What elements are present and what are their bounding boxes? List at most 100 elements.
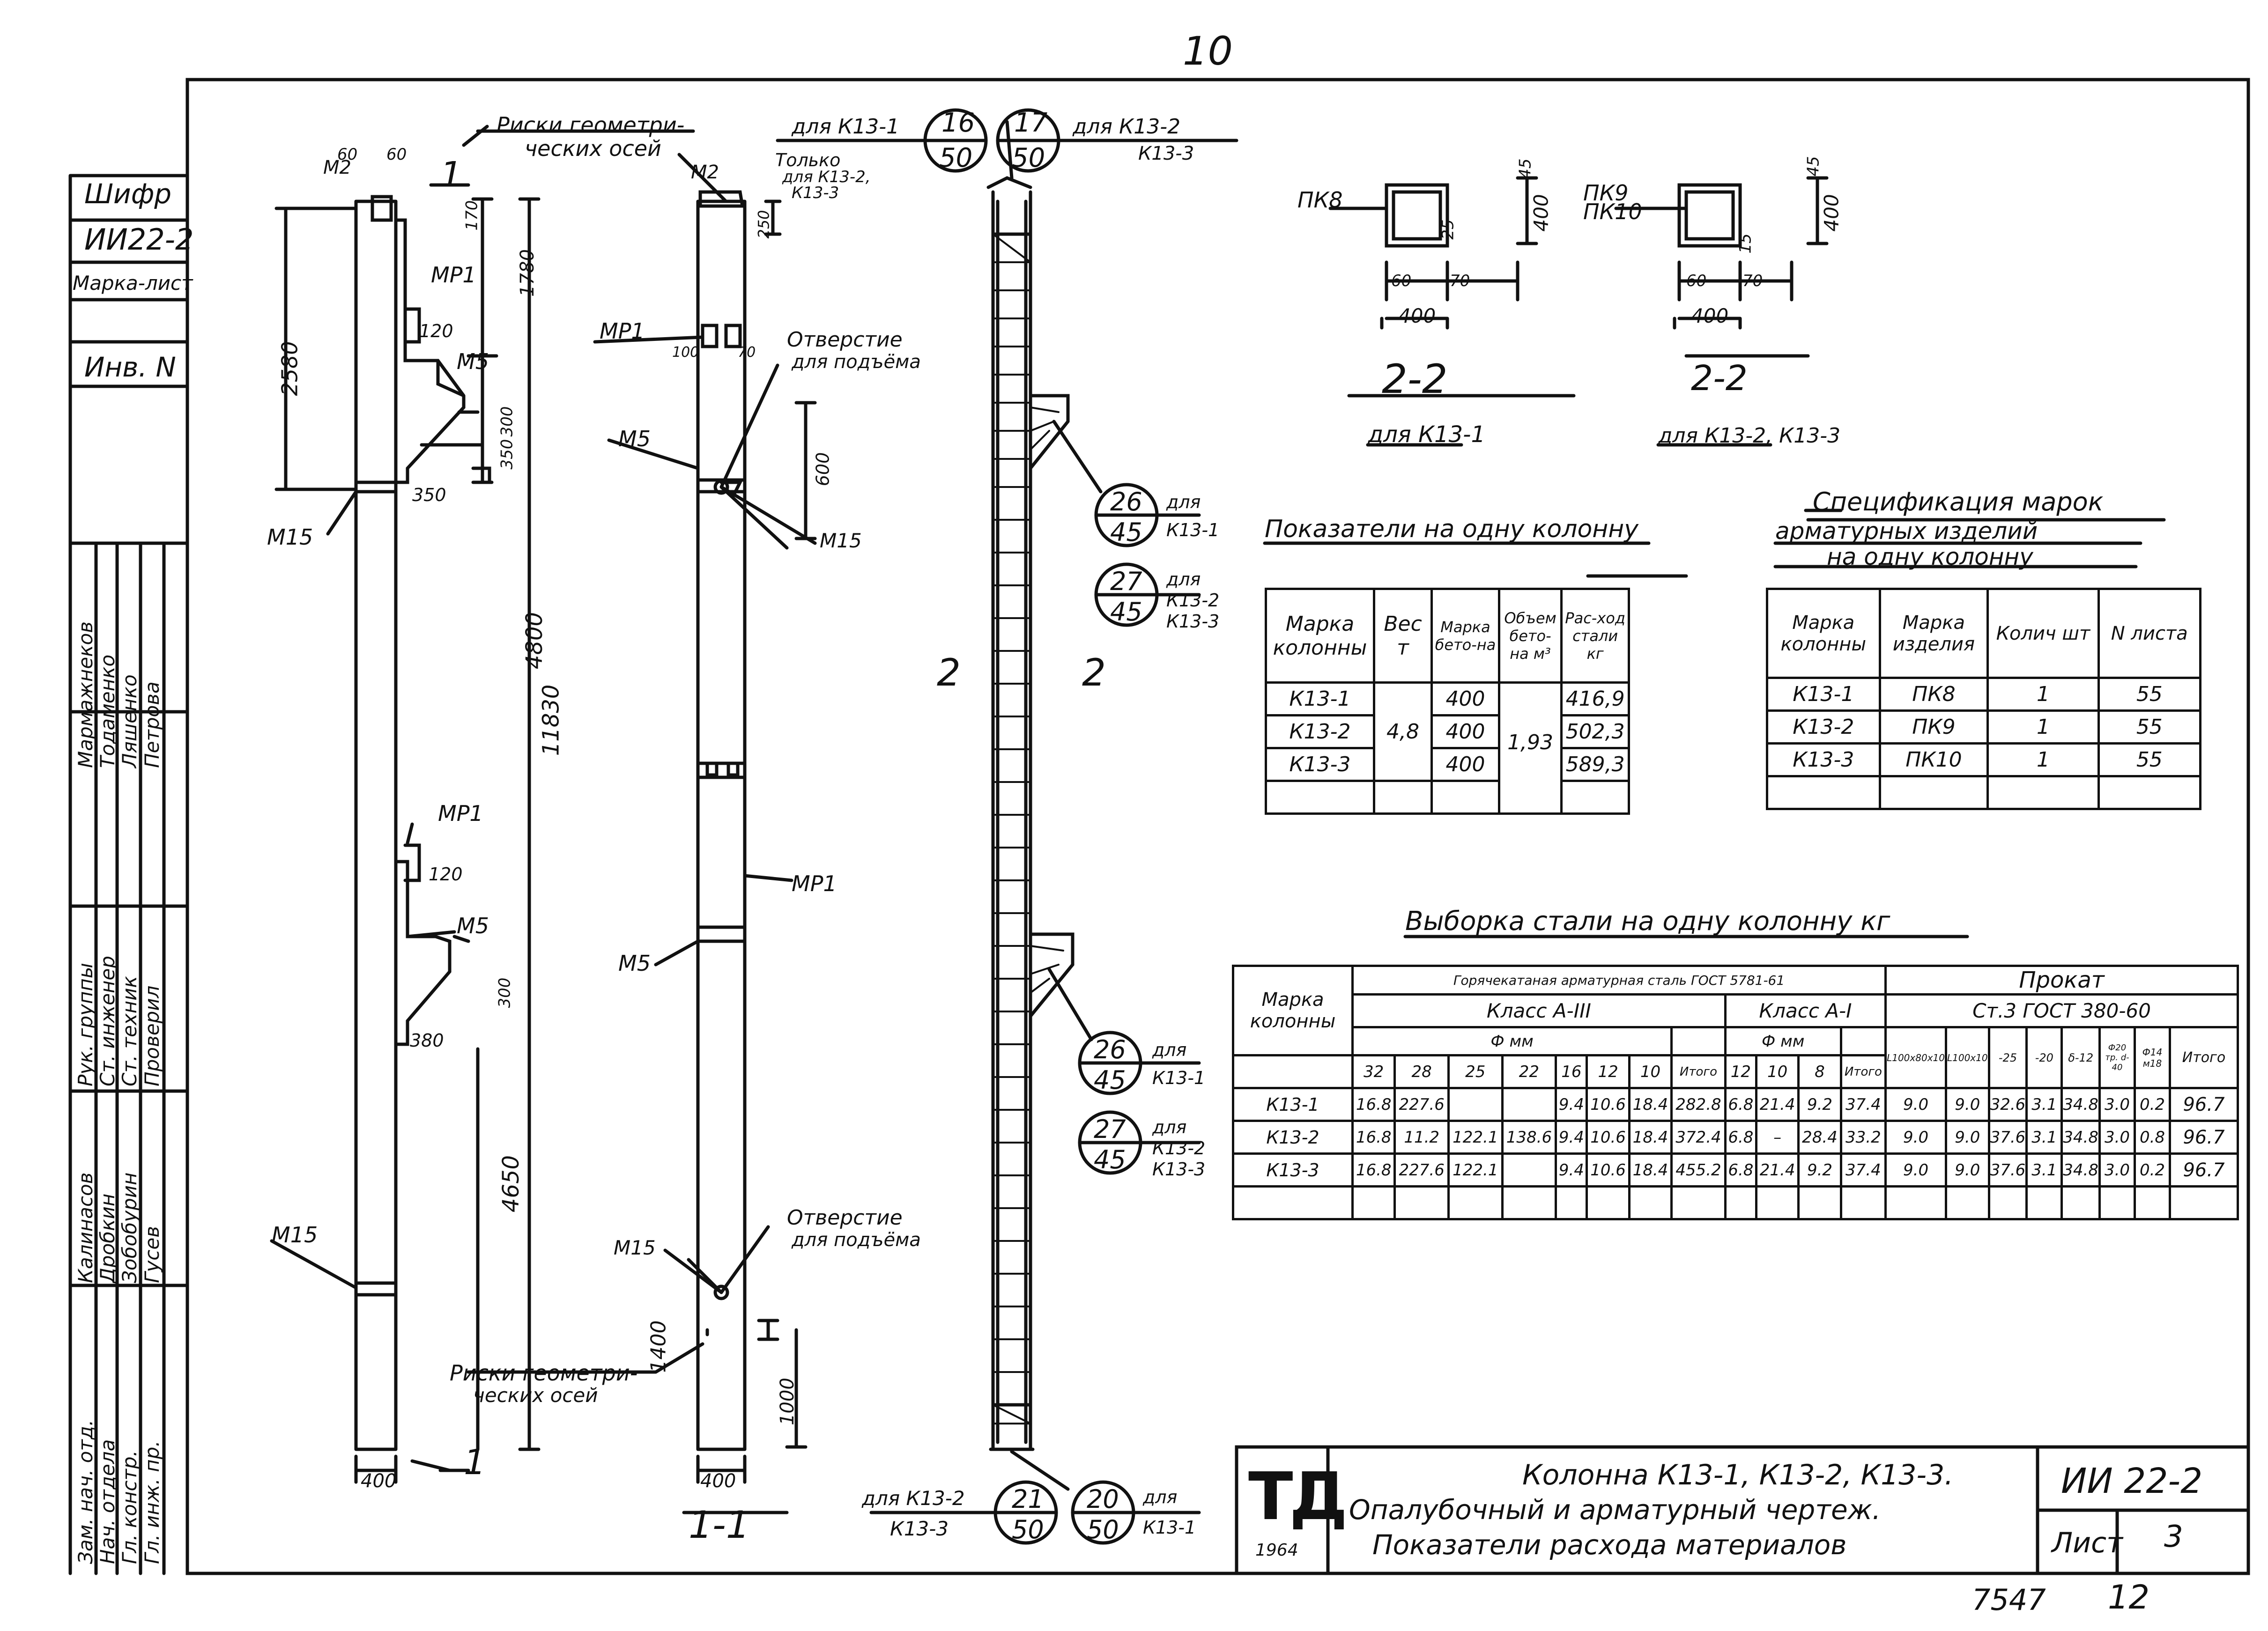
label-hole-bottom2: для подъёма (792, 1229, 921, 1251)
role-4: Гл. инж. пр. (141, 1440, 163, 1564)
steel-e-16 (2025, 1185, 2063, 1220)
steel-r2-r-3: 3.1 (2025, 1120, 2063, 1155)
spec-r4-empty4 (2097, 775, 2202, 810)
role-3: Гл. констр. (118, 1450, 141, 1564)
name-4: Гусев (141, 1226, 163, 1283)
steel-h-mark: Марка колонны (1232, 965, 1354, 1056)
spec-h-item: Марка изделия (1878, 588, 1989, 679)
steel-h-rolled-2: -25 (1987, 1026, 2028, 1089)
spec-h-col: Марка колонны (1766, 588, 1881, 679)
footer-page: 12 (2108, 1578, 2150, 1616)
steel-h-rolled-text: Прокат (2019, 967, 2105, 993)
title-block-logo: ТД (1248, 1459, 1348, 1535)
section-title-a: 2-2 (1382, 356, 1448, 403)
steel-r2-r-0: 9.0 (1884, 1120, 1947, 1155)
bubble-3-top: 26 (1110, 487, 1142, 517)
role-2: Нач. отдела (96, 1439, 119, 1564)
steel-e-20 (2169, 1185, 2239, 1220)
marka-label: Марка-лист (73, 272, 193, 295)
name-1: Калинасов (74, 1172, 97, 1283)
title-block-line3: Показатели расхода материалов (1372, 1529, 1847, 1561)
ind-r1-grade: 400 (1430, 681, 1500, 716)
indicators-table: Марка колонны Вес т Марка бето-на Объем … (1265, 588, 1630, 815)
dim-1780: 1780 (516, 249, 538, 297)
ind-h-mark: Марка колонны (1265, 588, 1375, 684)
steel-r2-c3-6: 18.4 (1628, 1120, 1673, 1155)
ind-r4-empty (1265, 780, 1375, 815)
steel-e-1 (1351, 1185, 1396, 1220)
sec-b-dim-15: 15 (1736, 233, 1755, 254)
dim-120b: 120 (429, 864, 463, 885)
sec-a-dim-400: 400 (1529, 194, 1553, 232)
bubble-6-note3: К13-3 (1152, 1159, 1206, 1180)
steel-h-rolled2: Ст.3 ГОСТ 380-60 (1884, 994, 2239, 1028)
bubble-7-note2: К13-3 (890, 1517, 949, 1540)
steel-r1-c3-0: 16.8 (1351, 1087, 1396, 1122)
steel-r3-r-3: 3.1 (2025, 1152, 2063, 1188)
bubble-6-top: 27 (1094, 1114, 1126, 1144)
bubble-4-note2: К13-2 (1166, 590, 1220, 611)
sec-b-dim-400: 400 (1820, 194, 1843, 232)
spec-r4-empty (1766, 775, 1881, 810)
ind-r3-mark: К13-3 (1265, 747, 1375, 782)
bubble-4-top: 27 (1110, 567, 1142, 596)
steel-r3-c3-4: 9.4 (1555, 1152, 1588, 1188)
role-1: Зам. нач. отд. (74, 1419, 97, 1564)
section-caption-b: для К13-2, К13-3 (1658, 424, 1841, 448)
dim-60b: 60 (386, 145, 407, 164)
steel-r1-c1-3: 37.4 (1839, 1087, 1887, 1122)
steel-r2-mark: К13-2 (1232, 1120, 1354, 1155)
steel-h3-4: 16 (1555, 1054, 1588, 1089)
steel-r1-c1-0: 6.8 (1724, 1087, 1757, 1122)
steel-r3-r-1: 9.0 (1944, 1152, 1990, 1188)
spec-table: Марка колонны Марка изделия Колич шт N л… (1766, 588, 2202, 810)
steel-r3-r-0: 9.0 (1884, 1152, 1947, 1188)
label-hole-top2: для подъёма (792, 351, 921, 373)
steel-r2-c3-1: 11.2 (1393, 1120, 1450, 1155)
spec-r4-empty2 (1878, 775, 1989, 810)
steel-e-5 (1555, 1185, 1588, 1220)
dim-2580: 2580 (277, 341, 303, 396)
label-m5-a: М5 (457, 349, 489, 374)
label-mp1-b: МР1 (438, 801, 483, 826)
steel-h1-0: 12 (1724, 1054, 1757, 1089)
steel-r1-r-0: 9.0 (1884, 1087, 1947, 1122)
spec-r1-item: ПК8 (1878, 677, 1989, 712)
role-8: Проверил (141, 985, 163, 1086)
steel-r2-r-1: 9.0 (1944, 1120, 1990, 1155)
steel-h-phi: Ф мм (1351, 1026, 1673, 1056)
bubble-1-top: 16 (941, 108, 975, 138)
dim-350b: 350 (497, 439, 517, 470)
footer-number: 7547 (1972, 1583, 2046, 1617)
ind-r2-mark: К13-2 (1265, 714, 1375, 749)
steel-h1-1: 10 (1755, 1054, 1800, 1089)
dim-60a: 60 (337, 145, 358, 164)
steel-e-6 (1586, 1185, 1631, 1220)
sec-b-dim-45: 45 (1804, 156, 1823, 177)
steel-r3-c1-3: 37.4 (1839, 1152, 1887, 1188)
spec-title-2: арматурных изделий (1775, 517, 2038, 545)
section-2-right: 2 (1082, 651, 1106, 694)
dim-4650: 4650 (498, 1155, 525, 1213)
dim-350a: 350 (412, 485, 446, 505)
bubble-7-note: для К13-2 (862, 1487, 965, 1510)
steel-e-4 (1501, 1185, 1557, 1220)
steel-r3-r-7: 96.7 (2169, 1152, 2239, 1188)
steel-h3-2: 25 (1447, 1054, 1504, 1089)
steel-r3-mark: К13-3 (1232, 1152, 1354, 1188)
dim-100: 100 (672, 344, 699, 361)
steel-r2-r-6: 0.8 (2134, 1120, 2171, 1155)
label-m15-a: М15 (267, 524, 313, 550)
steel-h-rolled: Прокат (1884, 965, 2239, 996)
steel-e-17 (2060, 1185, 2101, 1220)
dim-170: 170 (462, 200, 482, 231)
steel-r2-r-7: 96.7 (2169, 1120, 2239, 1155)
spec-r3-qty: 1 (1986, 742, 2100, 777)
bubble-5-top: 26 (1094, 1035, 1126, 1064)
spec-h-sheet: N листа (2097, 588, 2202, 679)
steel-e-14 (1944, 1185, 1990, 1220)
dim-1400: 1400 (646, 1320, 671, 1373)
label-risk-bottom2: ческих осей (473, 1384, 598, 1407)
steel-r1-r-1: 9.0 (1944, 1087, 1990, 1122)
dim-600: 600 (812, 452, 833, 487)
